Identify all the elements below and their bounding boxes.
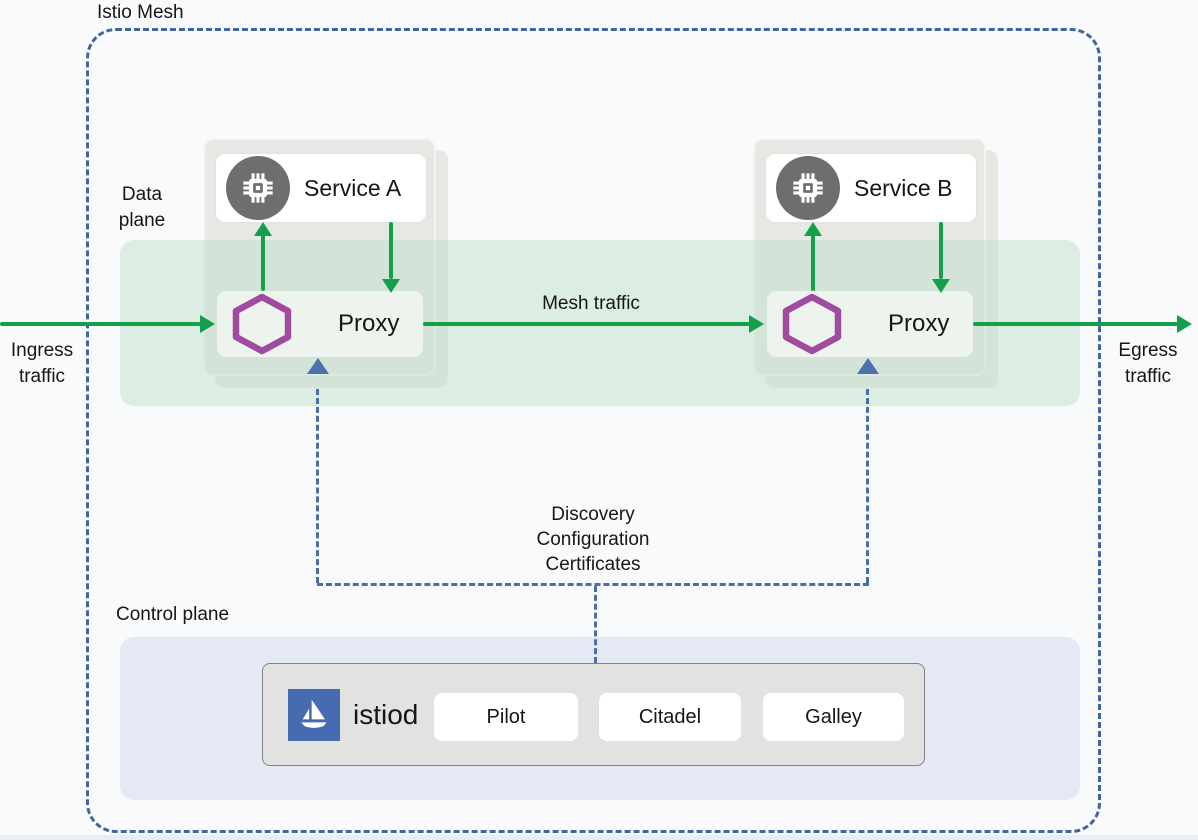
arrow-proxy-to-service-b-head bbox=[804, 222, 822, 236]
canvas-bottom-edge bbox=[0, 835, 1198, 840]
egress-arrow-line bbox=[973, 322, 1178, 326]
arrow-proxy-to-service-a-head bbox=[254, 222, 272, 236]
istio-mesh-boundary bbox=[86, 28, 1101, 833]
mesh-traffic-arrow-line bbox=[423, 322, 750, 326]
chip-icon bbox=[226, 156, 290, 220]
control-link-a-arrowhead bbox=[307, 358, 329, 374]
istio-sailboat-logo bbox=[288, 689, 340, 741]
ingress-arrow-line bbox=[0, 322, 201, 326]
egress-arrow-head bbox=[1177, 315, 1192, 333]
ingress-traffic-label: Ingress traffic bbox=[10, 340, 74, 387]
data-plane-label: Data plane bbox=[118, 184, 166, 231]
service-b-box: Service B bbox=[766, 154, 976, 222]
arrow-service-to-proxy-a bbox=[389, 222, 393, 279]
proxy-b-box: Proxy bbox=[767, 291, 973, 357]
arrow-proxy-to-service-b bbox=[811, 235, 815, 291]
arrow-proxy-to-service-a bbox=[261, 235, 265, 291]
arrow-service-to-proxy-b bbox=[939, 222, 943, 279]
component-citadel: Citadel bbox=[599, 693, 741, 741]
control-plane-label: Control plane bbox=[116, 604, 230, 625]
arrow-service-to-proxy-b-head bbox=[932, 279, 950, 293]
istiod-box: istiod Pilot Citadel Galley bbox=[262, 663, 925, 766]
control-link-bus-line bbox=[317, 583, 869, 586]
arrow-service-to-proxy-a-head bbox=[382, 279, 400, 293]
service-name: Service B bbox=[854, 174, 953, 201]
envoy-hexagon-icon bbox=[232, 293, 292, 355]
component-pilot: Pilot bbox=[434, 693, 578, 741]
proxy-a-box: Proxy bbox=[217, 291, 423, 357]
egress-traffic-label: Egress traffic bbox=[1118, 340, 1178, 387]
component-galley: Galley bbox=[763, 693, 904, 741]
istiod-label: istiod bbox=[353, 698, 419, 730]
mesh-traffic-label: Mesh traffic bbox=[542, 293, 640, 314]
control-link-stem-line bbox=[594, 586, 597, 663]
envoy-hexagon-icon bbox=[782, 293, 842, 355]
control-link-b-line bbox=[866, 389, 869, 583]
service-name: Service A bbox=[304, 174, 402, 201]
proxy-label: Proxy bbox=[338, 310, 400, 337]
control-link-label: Discovery Configuration Certificates bbox=[536, 504, 650, 575]
ingress-arrow-head bbox=[200, 315, 215, 333]
control-link-a-line bbox=[316, 389, 319, 583]
mesh-traffic-arrow-head bbox=[749, 315, 764, 333]
control-link-b-arrowhead bbox=[857, 358, 879, 374]
service-a-box: Service A bbox=[216, 154, 426, 222]
chip-icon bbox=[776, 156, 840, 220]
diagram-title: Istio Mesh bbox=[97, 2, 184, 23]
proxy-label: Proxy bbox=[888, 310, 950, 337]
